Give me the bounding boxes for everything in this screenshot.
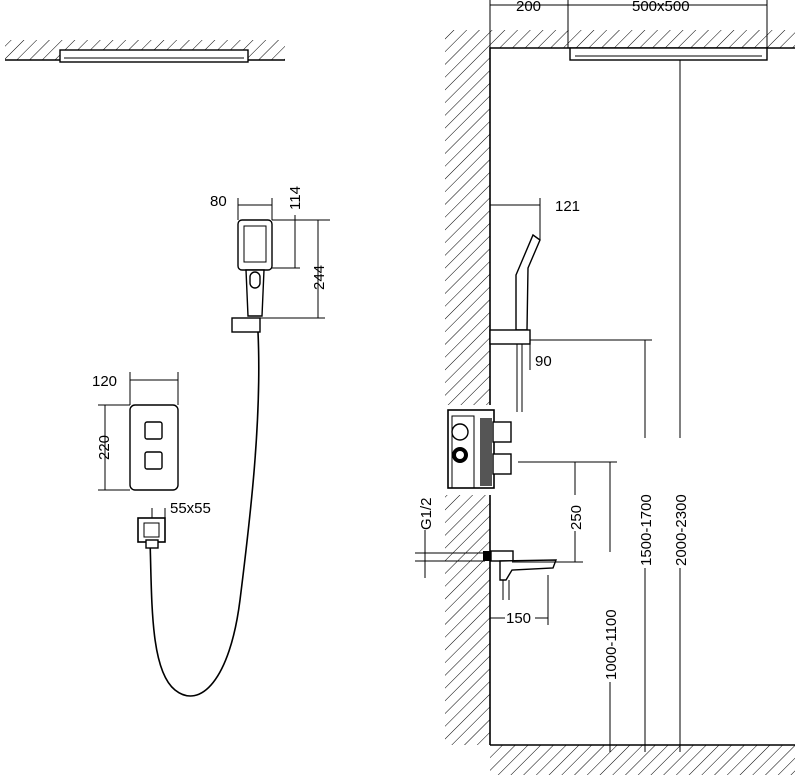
dim-label-2000-2300: 2000-2300 xyxy=(673,494,690,566)
dim-thread: G1/2 xyxy=(415,497,485,578)
dim-spout-length: 150 xyxy=(490,608,548,627)
dim-head-height: 2000-2300 xyxy=(672,60,690,752)
hand-shower-side: 121 90 xyxy=(489,198,580,412)
dim-hand-total-height: 244 xyxy=(260,220,328,319)
spout-side xyxy=(483,550,558,625)
dim-label-80: 80 xyxy=(210,193,227,210)
dim-label-90: 90 xyxy=(535,353,552,370)
wall-outlet-front: 55x55 xyxy=(137,500,211,549)
dim-label-1500-1700: 1500-1700 xyxy=(638,494,655,566)
left-rain-shower-head xyxy=(59,49,249,63)
dim-label-200: 200 xyxy=(516,0,541,15)
dim-holder-height: 1500-1700 xyxy=(530,339,655,752)
dim-label-244: 244 xyxy=(311,265,328,290)
dim-hand-head-height: 114 xyxy=(272,186,330,269)
dim-label-114: 114 xyxy=(287,186,304,210)
dim-mixer-height: 1000-1100 xyxy=(602,462,620,752)
dim-top: 200 500x500 xyxy=(489,0,768,48)
dim-hand-width: 80 xyxy=(210,193,273,220)
rain-shower-head-side xyxy=(569,47,768,61)
dim-plate-width: 120 xyxy=(92,372,179,405)
dim-label-121: 121 xyxy=(555,198,580,215)
concealed-mixer-box xyxy=(447,409,512,489)
hand-shower-front xyxy=(149,219,273,697)
dim-spout-to-mixer: 250 xyxy=(512,462,585,563)
dim-label-1000-1100: 1000-1100 xyxy=(603,609,620,680)
dim-label-55x55: 55x55 xyxy=(170,500,211,517)
dim-plate-height: 220 xyxy=(96,404,130,491)
dim-label-500x500: 500x500 xyxy=(632,0,690,15)
dim-label-g1-2: G1/2 xyxy=(418,497,435,530)
dim-label-220: 220 xyxy=(96,435,113,460)
dim-label-150: 150 xyxy=(506,610,531,627)
dim-label-120: 120 xyxy=(92,373,117,390)
mixer-plate-front xyxy=(129,404,179,491)
dim-label-250: 250 xyxy=(568,505,585,530)
